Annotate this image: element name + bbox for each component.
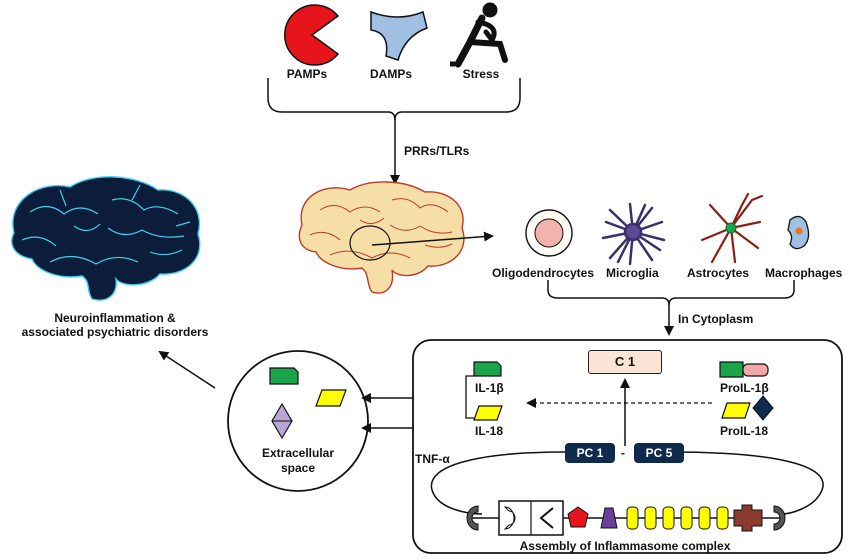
extracellular-space-circle [227,350,369,492]
extracellular-line1: Extracellular [261,446,335,460]
oligodendrocytes-label: Oligodendrocytes [492,266,595,280]
tnfa-label: TNF-α [415,452,450,466]
arrow-to-cells [371,231,494,246]
pro-il1b-shape [719,361,769,378]
arrow-to-outcome [158,350,216,389]
macrophages-label: Macrophages [765,266,843,280]
extracellular-line2: space [280,461,316,475]
outcome-line1: Neuroinflammation & [54,311,176,325]
macrophage-icon [787,215,810,250]
pro-il1b-label: ProIL-1β [720,381,769,395]
il18-label: IL-18 [475,424,504,438]
il18-shape-extracellular [315,389,347,407]
microglia-icon [601,202,666,266]
pro-il18-shape [721,395,774,421]
microglia-label: Microglia [606,266,659,280]
procaspase1-pill: PC 1 [565,443,615,463]
il1b-label: IL-1β [475,381,504,395]
il1b-shape-extracellular [269,367,299,385]
oligodendrocyte-icon [525,209,573,257]
assembly-label: Assembly of Inflammasome complex [519,539,731,553]
procaspase5-pill: PC 5 [634,443,684,463]
receptor-label: PRRs/TLRs [404,144,470,158]
damps-icon [370,10,428,61]
neuroinflammation-brain-icon [11,176,201,301]
caspase1-box: C 1 [588,350,662,374]
astrocyte-icon [700,192,764,264]
trigger-bracket [267,78,521,121]
damps-label: DAMPs [369,67,412,81]
inflammasome-loop [430,451,824,515]
outcome-line2: associated psychiatric disorders [21,325,209,339]
cytoplasm-panel [412,339,843,554]
tnfa-shape-extracellular [271,402,293,440]
astrocytes-label: Astrocytes [687,266,750,280]
brain-icon [298,181,465,294]
pamps-label: PAMPs [286,67,328,81]
pro-il18-label: ProIL-18 [720,424,769,438]
stress-icon [450,2,508,68]
cytoplasm-label: In Cytoplasm [678,312,754,326]
il-bracket [465,375,474,419]
il18-shape [473,405,503,421]
inflammasome-chain [466,500,786,536]
procaspase-dash: - [621,446,625,460]
stress-label: Stress [462,67,500,81]
cell-bracket [547,280,795,306]
il1b-shape [473,361,502,377]
pamps-icon [284,4,340,66]
